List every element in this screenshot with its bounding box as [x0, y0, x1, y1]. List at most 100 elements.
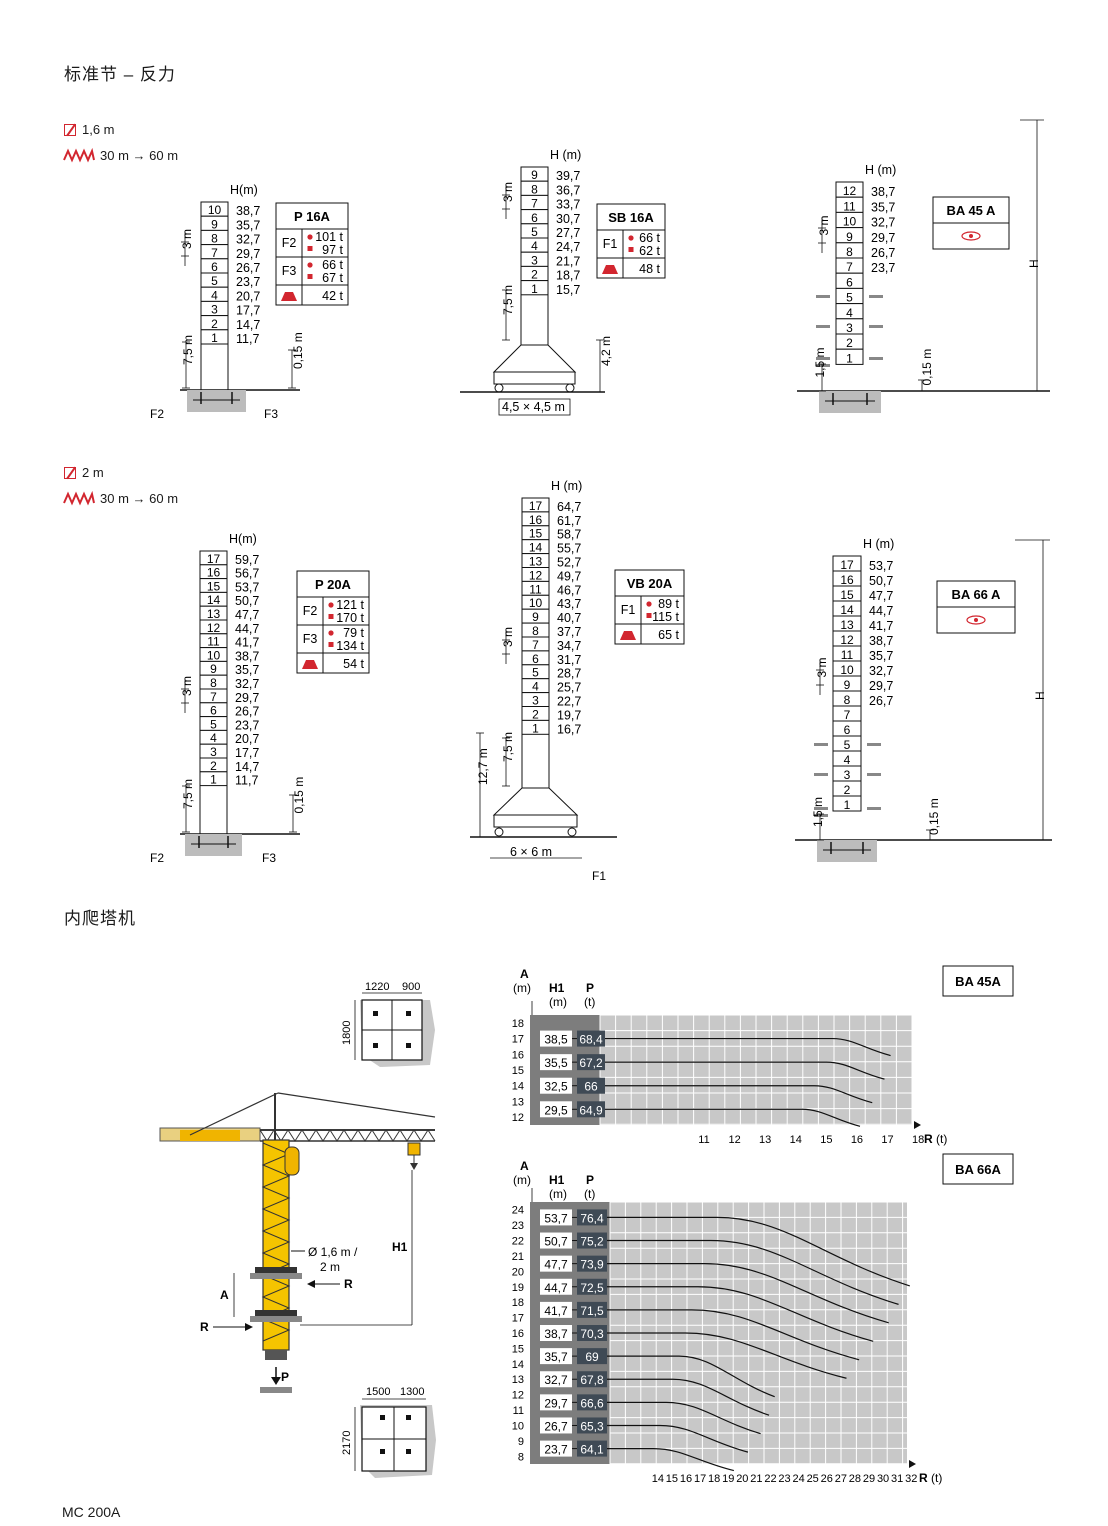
climbing-collar	[816, 357, 830, 360]
section-number: 8	[211, 232, 218, 246]
h1-value-box	[540, 1077, 572, 1094]
section-number: 4	[846, 306, 853, 320]
y-tick: 21	[512, 1251, 524, 1263]
x-tick: 12	[728, 1134, 740, 1146]
section-number: 16	[840, 573, 854, 587]
mast-section	[835, 348, 864, 365]
section-number: 16	[529, 513, 543, 527]
x-tick: 32	[905, 1473, 917, 1485]
x-tick: 17	[694, 1473, 706, 1485]
weight-icon	[281, 292, 297, 301]
height-value: 38,7	[869, 634, 893, 648]
height-value: 18,7	[556, 269, 580, 283]
h1-label: H1	[392, 1240, 408, 1254]
x-axis-title: R (t)	[919, 1471, 942, 1485]
section-number: 3	[210, 745, 217, 759]
section-number: 2	[844, 783, 851, 797]
cross-base	[492, 787, 579, 816]
section-number: 1	[532, 721, 539, 735]
capacity-curve	[607, 1355, 775, 1398]
p-value: 66,6	[580, 1396, 604, 1410]
h-label: H	[1027, 259, 1041, 268]
dimension-label: 7,5 m	[501, 285, 515, 315]
y-tick: 16	[512, 1049, 524, 1061]
height-value: 33,7	[556, 198, 580, 212]
eye-icon	[966, 615, 986, 625]
height-axis-label: H(m)	[229, 532, 257, 546]
force-value-2: 97 t	[322, 243, 343, 257]
section-size-icon	[64, 466, 76, 479]
foundation-block	[819, 391, 881, 413]
r-label-left: R	[200, 1320, 209, 1334]
section-number: 8	[210, 676, 217, 690]
h1-value: 35,7	[544, 1350, 568, 1364]
dimension-label: 0,15 m	[292, 777, 306, 814]
tower-diagrams: 1098765432138,735,732,729,726,723,720,71…	[150, 119, 1052, 883]
dimension-label: 0,15 m	[920, 349, 934, 386]
capacity-curve	[607, 1332, 847, 1379]
bot-dim-2: 1300	[400, 1386, 424, 1398]
double-tower-marker	[646, 613, 652, 618]
height-value: 16,7	[557, 722, 581, 736]
force-label: F2	[282, 236, 297, 250]
section-number: 1	[531, 282, 538, 296]
height-value: 20,7	[235, 732, 259, 746]
section-number: 3	[211, 303, 218, 317]
section-note-1: Ø 1,6 m /	[308, 1245, 358, 1259]
section-number: 14	[529, 541, 543, 555]
force-value-1: 101 t	[315, 230, 343, 244]
weight-value: 54 t	[343, 657, 364, 671]
h1-value: 38,7	[544, 1327, 568, 1341]
section-number: 17	[840, 558, 854, 572]
height-value: 43,7	[557, 597, 581, 611]
base-size: 6 × 6 m	[510, 845, 552, 859]
h1-title: H1	[549, 981, 565, 995]
section-number: 1	[846, 351, 853, 365]
section-number: 6	[846, 275, 853, 289]
section-number: 2	[211, 317, 218, 331]
inner-crane-title: 内爬塔机	[64, 909, 136, 928]
height-value: 36,7	[556, 183, 580, 197]
section-number: 1	[210, 773, 217, 787]
p-unit: (t)	[584, 1187, 595, 1201]
h1-value: 38,5	[544, 1033, 568, 1047]
p-value-box	[577, 1440, 607, 1457]
height-value: 37,7	[557, 625, 581, 639]
height-axis-label: H (m)	[865, 163, 896, 177]
section-number: 12	[207, 621, 221, 635]
dim-3m: 3 m	[501, 627, 515, 647]
climbing-collar	[869, 357, 883, 360]
height-value: 21,7	[556, 254, 580, 268]
h1-value: 53,7	[544, 1211, 568, 1225]
p-value-box	[577, 1417, 607, 1434]
p-value: 73,9	[580, 1258, 604, 1272]
section-number: 9	[532, 610, 539, 624]
height-value: 23,7	[871, 261, 895, 275]
foundation-block	[187, 390, 246, 412]
single-tower-marker	[307, 262, 313, 268]
force-label: F3	[282, 264, 297, 278]
p-value: 64,1	[580, 1443, 604, 1457]
h1-unit: (m)	[549, 995, 567, 1009]
section-number: 15	[207, 579, 221, 593]
dimension-label: 1,5 m	[811, 797, 825, 827]
section-number: 7	[532, 638, 539, 652]
height-value: 41,7	[869, 619, 893, 633]
height-axis-label: H(m)	[230, 183, 258, 197]
model-footer: MC 200A	[62, 1504, 121, 1520]
crane-mast	[250, 1139, 302, 1393]
y-tick: 17	[512, 1313, 524, 1325]
h1-title: H1	[549, 1173, 565, 1187]
weight-value: 48 t	[639, 262, 660, 276]
x-tick: 16	[851, 1134, 863, 1146]
section-number: 5	[210, 717, 217, 731]
f1-label: F1	[592, 869, 606, 883]
ba66a-chart: A(m)H1(m)P(t)242322212019181716151413121…	[512, 1153, 1014, 1485]
p-value: 66	[584, 1080, 598, 1094]
height-value: 23,7	[235, 718, 259, 732]
y-tick: 16	[512, 1328, 524, 1340]
table-title: BA 66 A	[952, 587, 1001, 602]
section-number: 5	[844, 738, 851, 752]
table-title: P 16A	[294, 209, 331, 224]
height-value: 29,7	[235, 691, 259, 705]
